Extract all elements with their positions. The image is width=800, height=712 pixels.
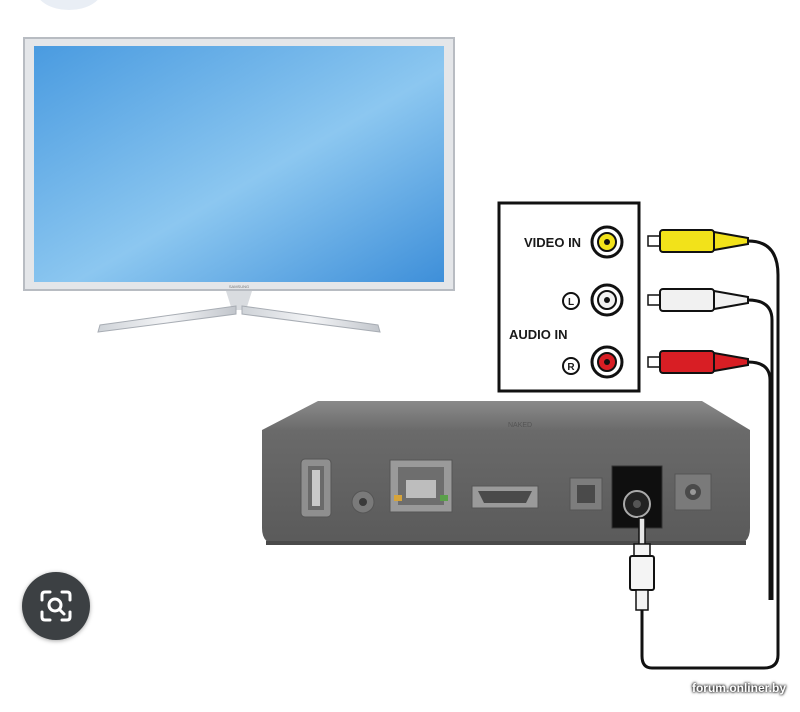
video-in-label: VIDEO IN bbox=[524, 235, 581, 250]
optical-port bbox=[569, 477, 603, 511]
box-top bbox=[262, 401, 750, 430]
tv-input-panel: VIDEO IN AUDIO IN L R bbox=[497, 201, 641, 393]
tv: SAMSUNG bbox=[23, 37, 455, 333]
audio-left-jack bbox=[590, 283, 624, 317]
usb-port bbox=[300, 458, 332, 518]
power-port bbox=[674, 473, 712, 511]
right-channel-mark: R bbox=[562, 357, 580, 375]
hdmi-port bbox=[471, 485, 539, 509]
audio-port-round bbox=[351, 490, 375, 514]
svg-text:L: L bbox=[568, 297, 574, 308]
decorative-circle bbox=[36, 0, 102, 10]
mini-jack-plug bbox=[629, 517, 655, 611]
av-cable bbox=[640, 239, 780, 670]
rca-plug-red bbox=[647, 350, 749, 374]
tv-screen bbox=[34, 46, 444, 282]
tv-stand bbox=[97, 291, 381, 333]
av-out-port bbox=[611, 465, 663, 529]
audio-right-jack bbox=[590, 345, 624, 379]
left-channel-mark: L bbox=[562, 292, 580, 310]
rca-plug-white bbox=[647, 288, 749, 312]
ethernet-port bbox=[389, 459, 453, 513]
svg-text:R: R bbox=[567, 362, 575, 373]
lens-search-button[interactable] bbox=[22, 572, 90, 640]
video-in-jack bbox=[590, 225, 624, 259]
source-watermark: forum.onliner.by bbox=[691, 681, 786, 695]
tv-brand-label: SAMSUNG bbox=[229, 284, 249, 289]
rca-plug-yellow bbox=[647, 229, 749, 253]
lens-search-icon bbox=[40, 590, 72, 622]
media-player-box: NAKED bbox=[262, 401, 750, 545]
box-brand-label: NAKED bbox=[508, 422, 532, 429]
audio-in-label: AUDIO IN bbox=[509, 327, 568, 342]
